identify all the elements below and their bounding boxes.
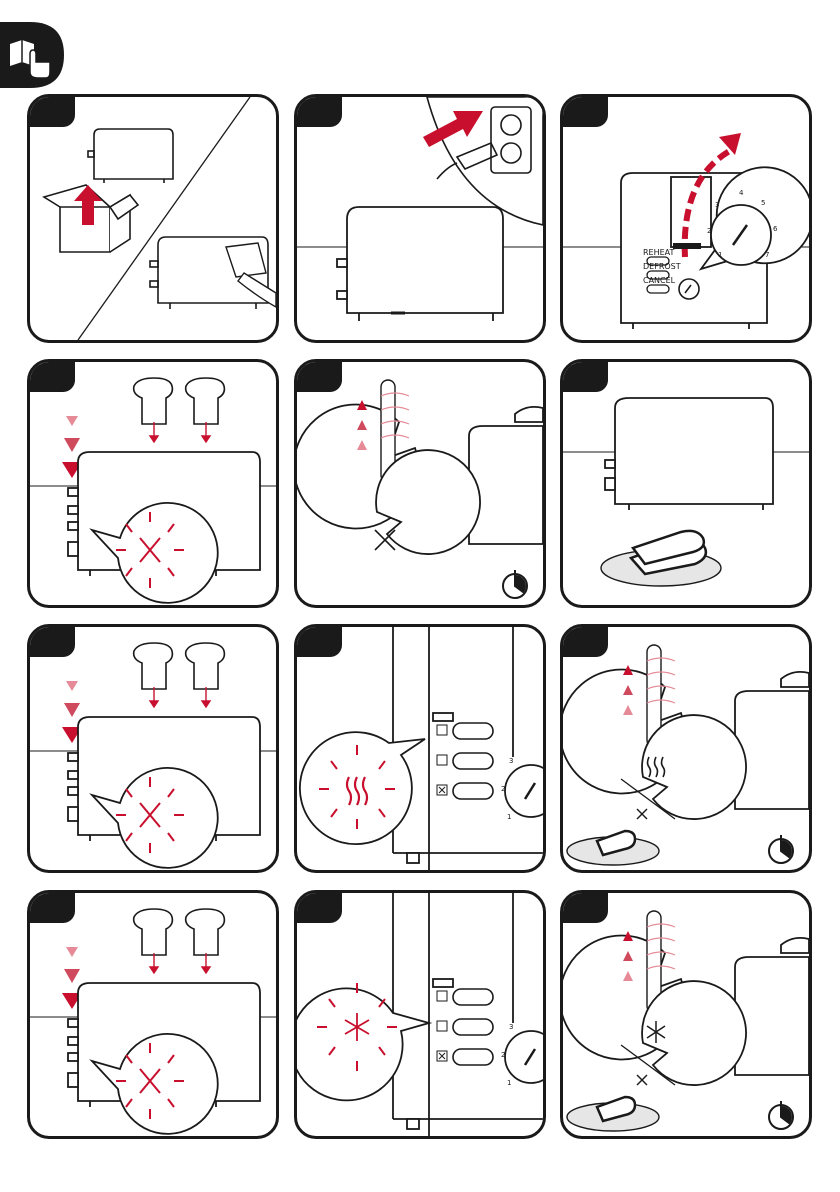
bread-slice-icon <box>134 378 225 424</box>
step-6-toast-ready-panel <box>560 359 812 608</box>
step-11-defrost-panel: 1 2 3 <box>294 890 546 1139</box>
dial-number-7: 7 <box>765 251 769 259</box>
cancel-button <box>453 1049 493 1065</box>
cancel-bubble <box>375 450 480 554</box>
control-panel <box>393 627 543 870</box>
dial-number-3: 3 <box>509 1023 513 1031</box>
dial-number-2: 2 <box>501 785 505 793</box>
reheat-label: REHEAT <box>643 248 675 257</box>
plate-with-toast-icon <box>601 531 721 586</box>
manual-hand-book-icon <box>0 22 64 88</box>
control-panel <box>393 893 543 1136</box>
dial-number-1: 1 <box>507 813 511 821</box>
reheat-button <box>453 723 493 739</box>
step-7-insert-bread-panel <box>27 624 279 873</box>
plate-with-toast-icon <box>567 1097 659 1131</box>
step-4-insert-bread-panel <box>27 359 279 608</box>
stopwatch-icon <box>503 570 527 598</box>
bread-slice-icon <box>134 643 225 689</box>
reheat-bubble <box>300 732 425 844</box>
arrow-head-icon <box>719 133 741 155</box>
dial-number-3: 3 <box>715 201 719 209</box>
dial-number-1: 1 <box>718 251 722 259</box>
defrost-bubble <box>297 983 429 1100</box>
browning-dial <box>505 765 543 817</box>
step-12-defrost-levels-panel <box>560 890 812 1139</box>
dial-number-2: 2 <box>501 1051 505 1059</box>
cancel-button <box>453 783 493 799</box>
dial-number-2: 2 <box>707 227 711 235</box>
toaster <box>337 207 503 321</box>
stopwatch-icon <box>769 835 793 863</box>
toaster <box>605 398 773 510</box>
step-5-levels-cancel-panel <box>294 359 546 608</box>
plate-with-toast-icon <box>567 831 659 865</box>
stopwatch-icon <box>769 1101 793 1129</box>
reheat-button <box>453 989 493 1005</box>
insert-arrows <box>150 422 210 442</box>
dial-number-3: 3 <box>509 757 513 765</box>
dial-number-5: 5 <box>761 199 765 207</box>
browning-dial <box>505 1031 543 1083</box>
toaster-small <box>88 129 173 183</box>
defrost-button <box>453 1019 493 1035</box>
button-symbols <box>437 991 447 1061</box>
lever-handle <box>673 243 701 249</box>
defrost-label: DEFROST <box>643 262 681 271</box>
step-8-reheat-panel: 1 2 3 <box>294 624 546 873</box>
step-10-insert-bread-panel <box>27 890 279 1139</box>
insert-arrows <box>150 953 210 973</box>
insert-arrows <box>150 687 210 707</box>
step-9-reheat-levels-panel <box>560 624 812 873</box>
dial-number-1: 1 <box>507 1079 511 1087</box>
small-dial <box>679 279 699 299</box>
dial-number-6: 6 <box>773 225 778 233</box>
button-symbols <box>437 725 447 795</box>
step-3-controls-panel: REHEAT DEFROST CANCEL 1 2 3 4 5 6 7 <box>560 94 812 343</box>
step-1-unbox-panel <box>27 94 279 343</box>
dial-number-4: 4 <box>739 189 744 197</box>
bread-slice-icon <box>134 909 225 955</box>
cancel-label: CANCEL <box>643 276 676 285</box>
step-2-plug-in-panel <box>294 94 546 343</box>
defrost-button <box>453 753 493 769</box>
